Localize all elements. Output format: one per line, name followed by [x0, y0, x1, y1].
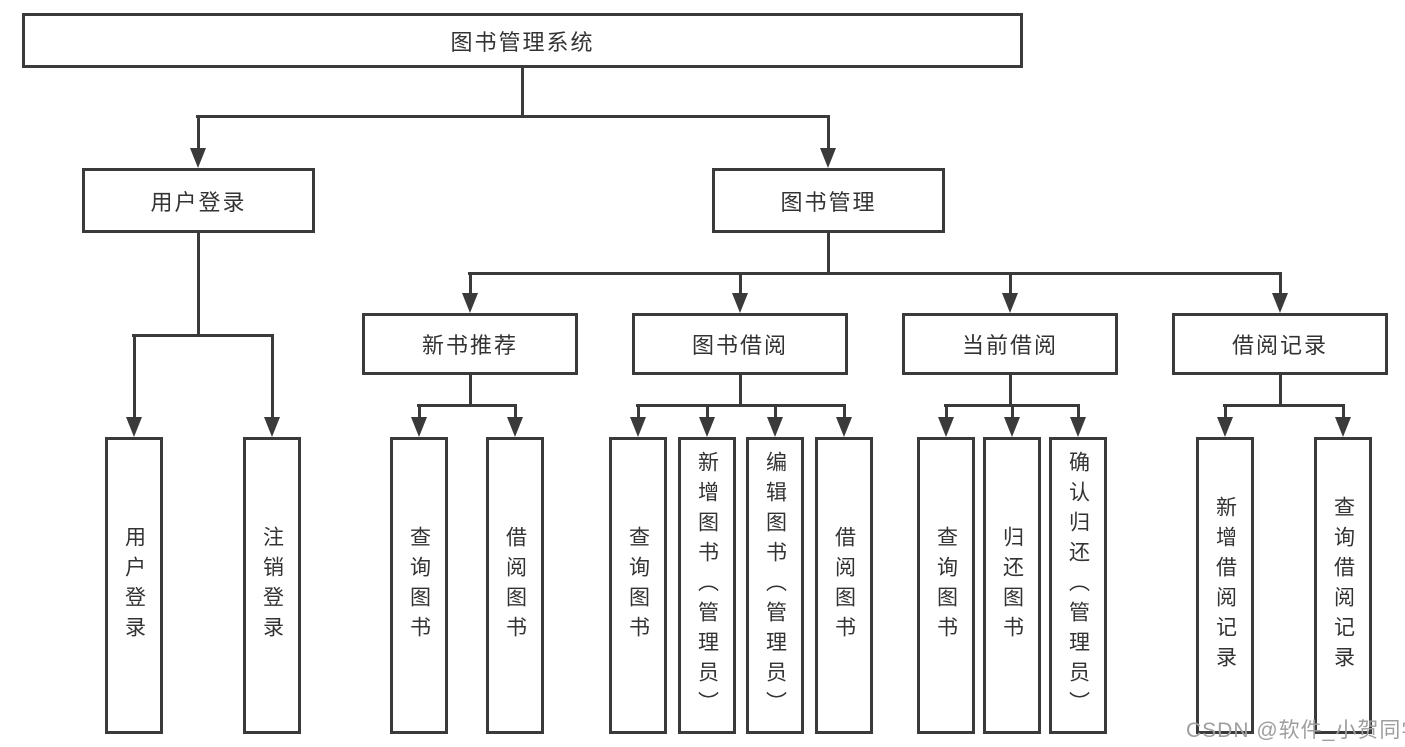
arrowhead-current	[1002, 293, 1018, 313]
connector-level3-rail	[468, 272, 1282, 275]
connector-g4-down	[1009, 375, 1012, 407]
node-user-login-label: 用户登录	[150, 189, 247, 215]
leaf-borrow-query-books: 查询图书	[609, 437, 667, 734]
leaf-edit-books-admin: 编辑图书（管理员）	[746, 437, 804, 734]
node-current-borrowing-label: 当前借阅	[961, 333, 1058, 358]
node-book-borrowing-label: 图书借阅	[691, 333, 788, 358]
connector-g5c2-stem	[1342, 404, 1345, 421]
arrowhead-g2c1	[411, 417, 427, 437]
connector-g3c2-stem	[706, 404, 709, 421]
leaf-current-query-books: 查询图书	[917, 437, 975, 734]
connector-book-mgmt-down	[827, 233, 830, 275]
leaf-confirm-return-admin: 确认归还（管理员）	[1049, 437, 1107, 734]
connector-records-stem	[1279, 272, 1282, 298]
leaf-borrow-books-label: 借阅图书	[832, 525, 856, 646]
connector-g2-rail	[417, 404, 517, 407]
connector-g5-rail	[1223, 404, 1345, 407]
node-library-system: 图书管理系统	[22, 13, 1023, 68]
csdn-watermark: CSDN @软件_小贺同学	[1186, 719, 1405, 742]
leaf-return-books-label: 归还图书	[1000, 525, 1024, 646]
arrowhead-user-login	[190, 148, 206, 168]
leaf-user-login: 用户登录	[105, 437, 163, 734]
leaf-add-borrow-record-label: 新增借阅记录	[1213, 495, 1237, 676]
connector-g1c1-stem	[133, 334, 136, 421]
connector-g2c1-stem	[418, 404, 421, 421]
node-book-borrowing: 图书借阅	[632, 313, 848, 375]
arrowhead-g3c3	[767, 417, 783, 437]
connector-g3c4-stem	[843, 404, 846, 421]
connector-g1c2-stem	[271, 334, 274, 421]
connector-user-login-stem	[197, 115, 200, 153]
connector-g4c3-stem	[1077, 404, 1080, 421]
arrowhead-g5c2	[1335, 417, 1351, 437]
arrowhead-g3c2	[699, 417, 715, 437]
leaf-current-query-books-label: 查询图书	[934, 525, 958, 646]
connector-g4c1-stem	[945, 404, 948, 421]
leaf-query-borrow-record-label: 查询借阅记录	[1331, 495, 1355, 676]
leaf-return-books: 归还图书	[983, 437, 1041, 734]
connector-level2-rail	[196, 115, 830, 118]
node-borrowing-records-label: 借阅记录	[1231, 333, 1328, 358]
leaf-recommend-borrow-books: 借阅图书	[486, 437, 544, 734]
leaf-borrow-query-books-label: 查询图书	[626, 525, 650, 646]
arrowhead-g1c2	[264, 417, 280, 437]
arrowhead-g2c2	[507, 417, 523, 437]
leaf-edit-books-admin-label: 编辑图书（管理员）	[763, 450, 787, 721]
leaf-recommend-query-books-label: 查询图书	[407, 525, 431, 646]
leaf-logout: 注销登录	[243, 437, 301, 734]
arrowhead-new-book	[462, 293, 478, 313]
connector-new-book-stem	[469, 272, 472, 298]
arrowhead-g4c3	[1070, 417, 1086, 437]
arrowhead-g4c2	[1004, 417, 1020, 437]
arrowhead-g3c1	[630, 417, 646, 437]
arrowhead-records	[1272, 293, 1288, 313]
arrowhead-g1c1	[126, 417, 142, 437]
arrowhead-g5c1	[1217, 417, 1233, 437]
node-book-management-label: 图书管理	[780, 189, 877, 215]
arrowhead-g3c4	[836, 417, 852, 437]
leaf-recommend-query-books: 查询图书	[390, 437, 448, 734]
connector-g5c1-stem	[1224, 404, 1227, 421]
leaf-logout-label: 注销登录	[260, 525, 284, 646]
connector-g2-down	[469, 375, 472, 407]
node-library-system-label: 图书管理系统	[450, 29, 595, 55]
node-new-book-recommend-label: 新书推荐	[421, 333, 518, 358]
connector-g3-down	[739, 375, 742, 407]
connector-g4c2-stem	[1011, 404, 1014, 421]
leaf-add-books-admin: 新增图书（管理员）	[678, 437, 736, 734]
node-user-login: 用户登录	[82, 168, 315, 233]
arrowhead-book-mgmt	[820, 148, 836, 168]
leaf-recommend-borrow-books-label: 借阅图书	[503, 525, 527, 646]
node-new-book-recommend: 新书推荐	[362, 313, 578, 375]
connector-g3c1-stem	[637, 404, 640, 421]
leaf-add-borrow-record: 新增借阅记录	[1196, 437, 1254, 734]
node-book-management: 图书管理	[712, 168, 945, 233]
connector-g2c2-stem	[514, 404, 517, 421]
leaf-confirm-return-admin-label: 确认归还（管理员）	[1066, 450, 1090, 721]
connector-book-mgmt-stem	[827, 115, 830, 153]
leaf-user-login-label: 用户登录	[122, 525, 146, 646]
node-borrowing-records: 借阅记录	[1172, 313, 1388, 375]
node-current-borrowing: 当前借阅	[902, 313, 1118, 375]
connector-borrow-stem	[739, 272, 742, 298]
leaf-borrow-books: 借阅图书	[815, 437, 873, 734]
connector-g3c3-stem	[774, 404, 777, 421]
leaf-query-borrow-record: 查询借阅记录	[1314, 437, 1372, 734]
connector-g1-rail	[132, 334, 274, 337]
arrowhead-borrow	[732, 293, 748, 313]
connector-g1-down	[197, 233, 200, 337]
connector-current-stem	[1009, 272, 1012, 298]
arrowhead-g4c1	[938, 417, 954, 437]
connector-root-stem	[521, 68, 524, 117]
connector-g3-rail	[636, 404, 846, 407]
leaf-add-books-admin-label: 新增图书（管理员）	[695, 450, 719, 721]
connector-g5-down	[1279, 375, 1282, 407]
